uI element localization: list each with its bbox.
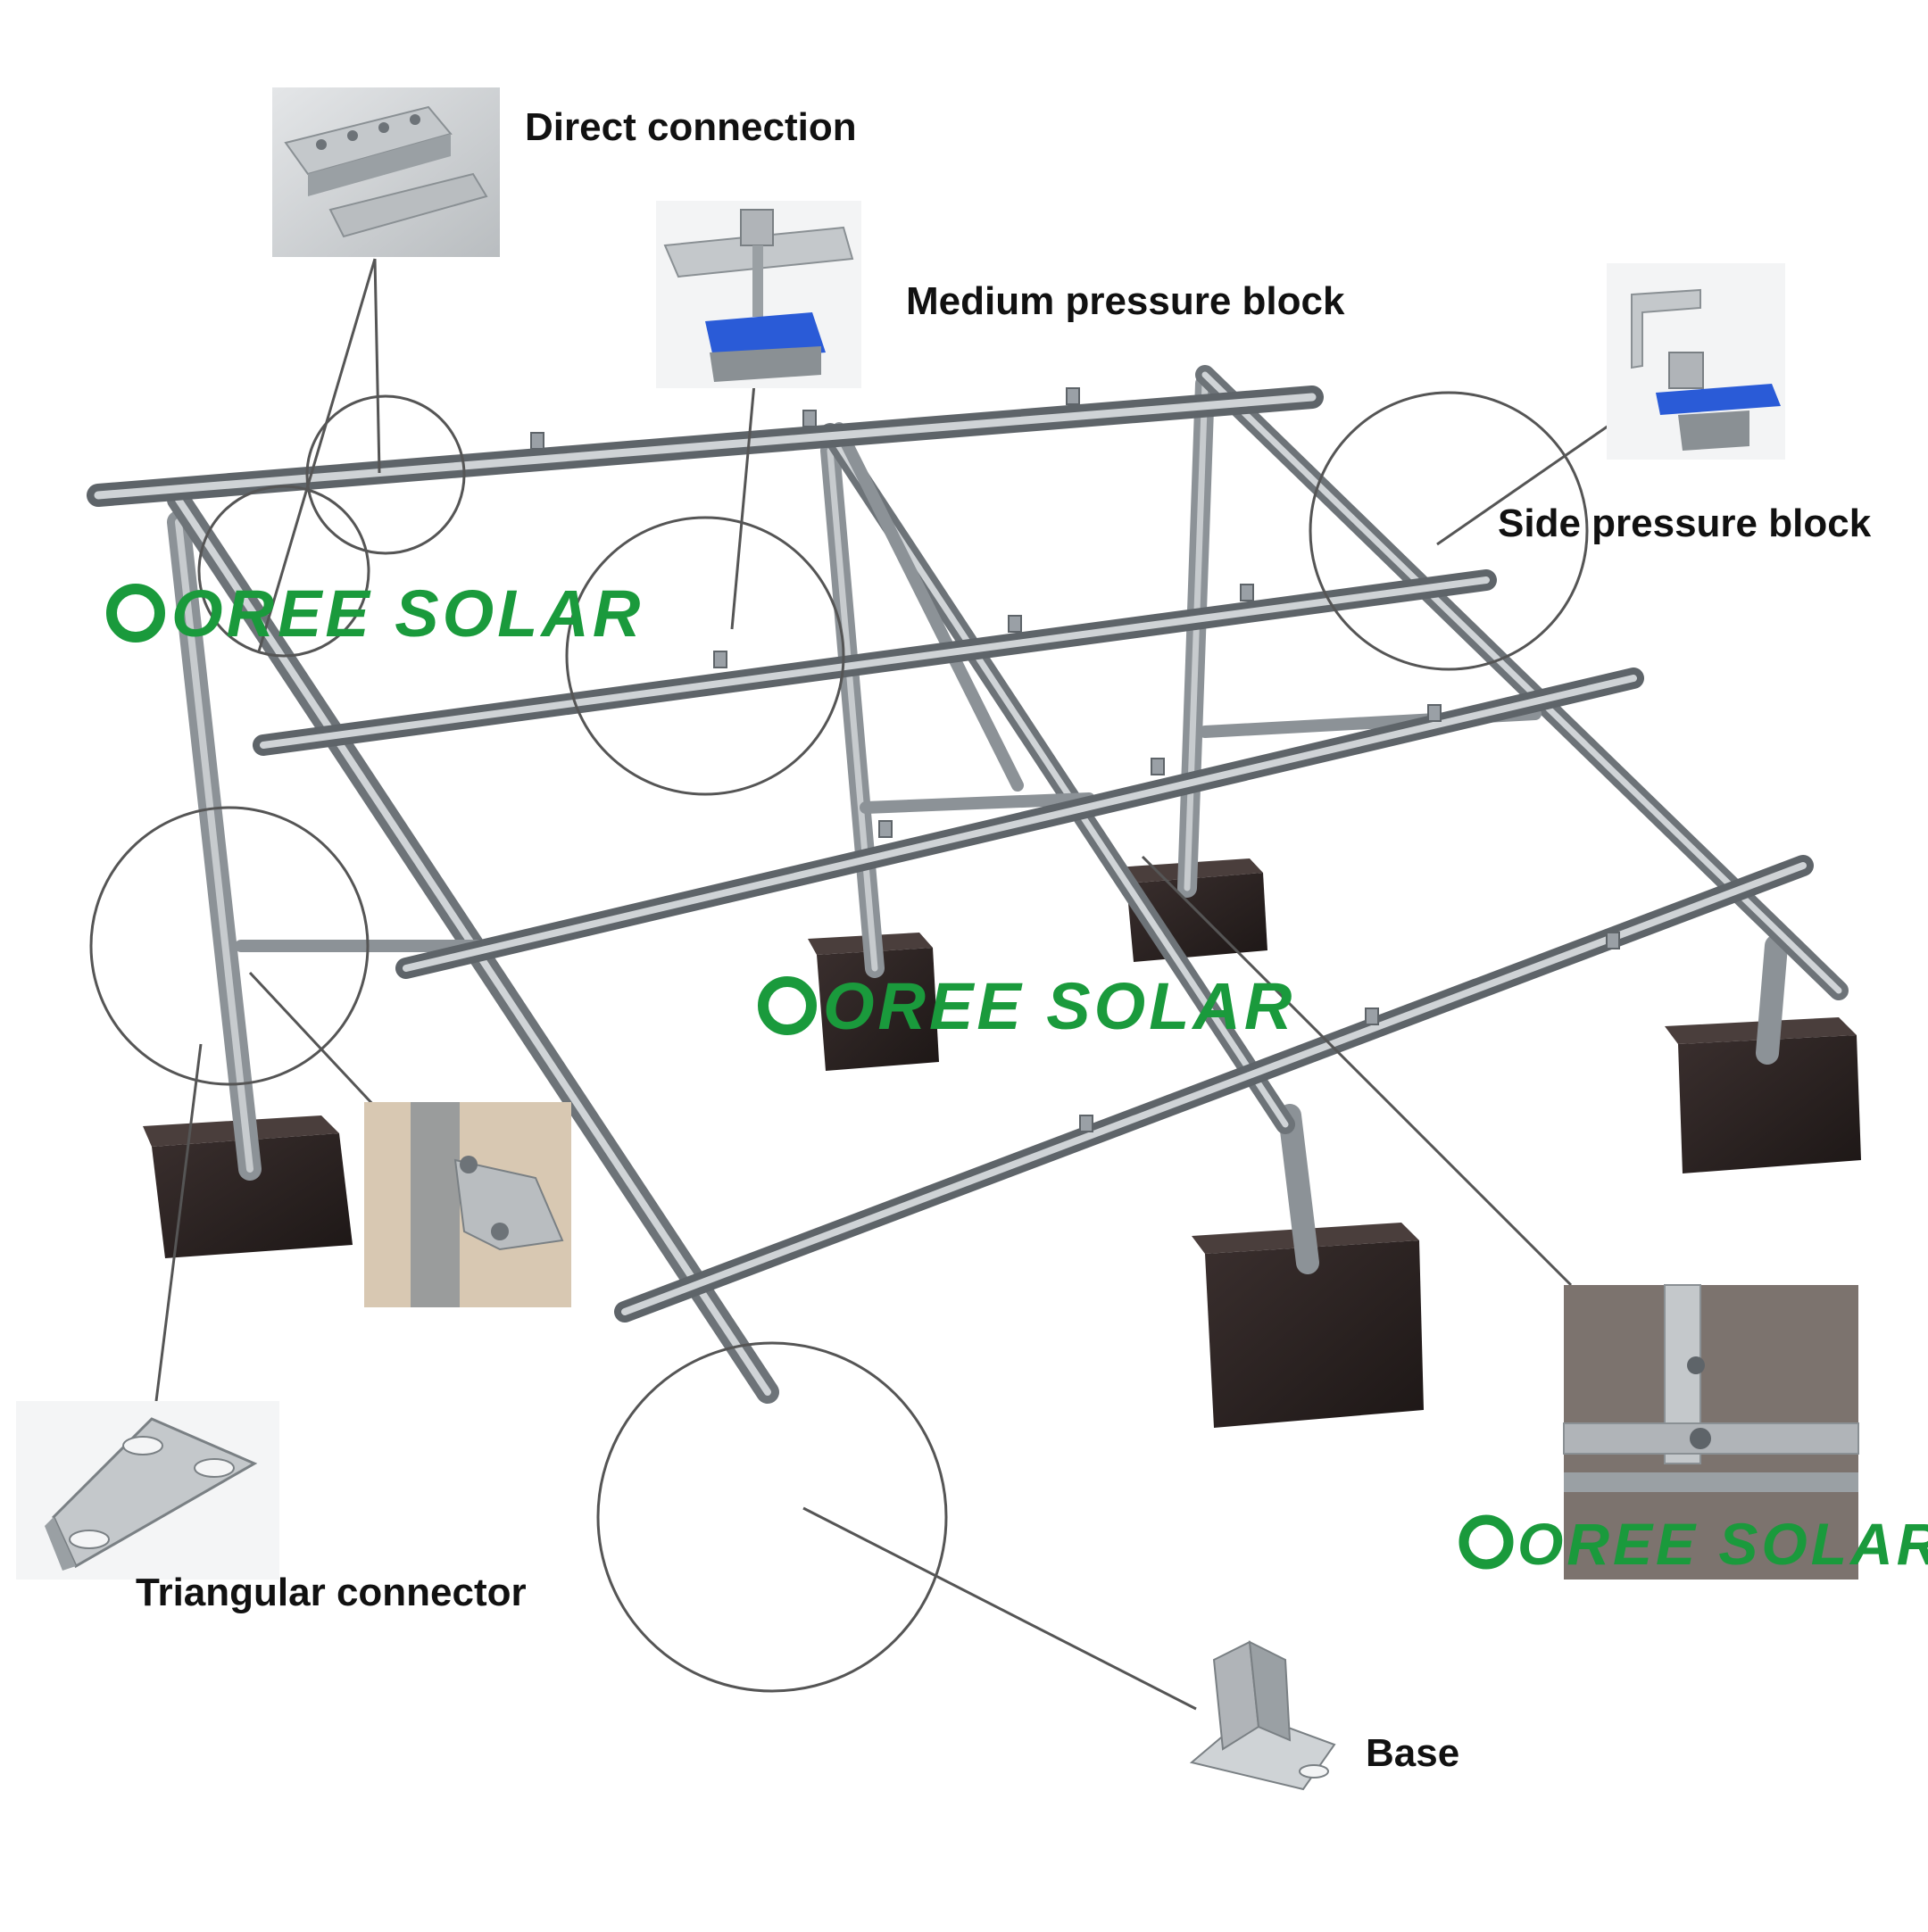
label-side-pressure-block: Side pressure block	[1498, 502, 1872, 545]
label-direct-connection: Direct connection	[525, 105, 857, 149]
magnifier-side-pressure	[1309, 391, 1589, 671]
watermark-text: OREE SOLAR	[1517, 1511, 1928, 1577]
label-triangular-connector: Triangular connector	[136, 1571, 527, 1614]
magnifier-triangular	[197, 485, 370, 658]
magnifier-connector-joint	[89, 806, 370, 1086]
watermark-logo: OREE SOLAR	[758, 969, 1295, 1043]
callout-lines	[154, 258, 1612, 1711]
watermark-logo: OREE SOLAR	[1458, 1511, 1928, 1577]
watermark-text: OREE SOLAR	[823, 969, 1295, 1043]
support-posts	[167, 374, 1788, 1274]
inset-base	[1189, 1640, 1336, 1791]
inset-connector-photo	[364, 1102, 571, 1307]
rail-clamps	[530, 387, 1620, 1132]
diagonal-braces	[235, 422, 1542, 952]
label-base: Base	[1366, 1731, 1460, 1775]
inset-side-pressure-block	[1607, 263, 1785, 460]
magnifier-base	[596, 1341, 948, 1693]
magnifier-circles	[89, 391, 1589, 1693]
watermark-logo: OREE SOLAR	[106, 576, 644, 651]
watermark-text: OREE SOLAR	[171, 576, 644, 651]
label-medium-pressure-block: Medium pressure block	[906, 279, 1345, 323]
ballast-block	[808, 933, 939, 1071]
magnifier-medium-pressure	[565, 516, 845, 796]
inset-triangular-connector	[16, 1401, 279, 1580]
inset-rail-closeup	[1563, 1284, 1859, 1580]
inset-direct-connection	[272, 87, 500, 257]
magnifier-direct-connection	[305, 394, 466, 555]
inset-medium-pressure-block	[656, 201, 861, 388]
